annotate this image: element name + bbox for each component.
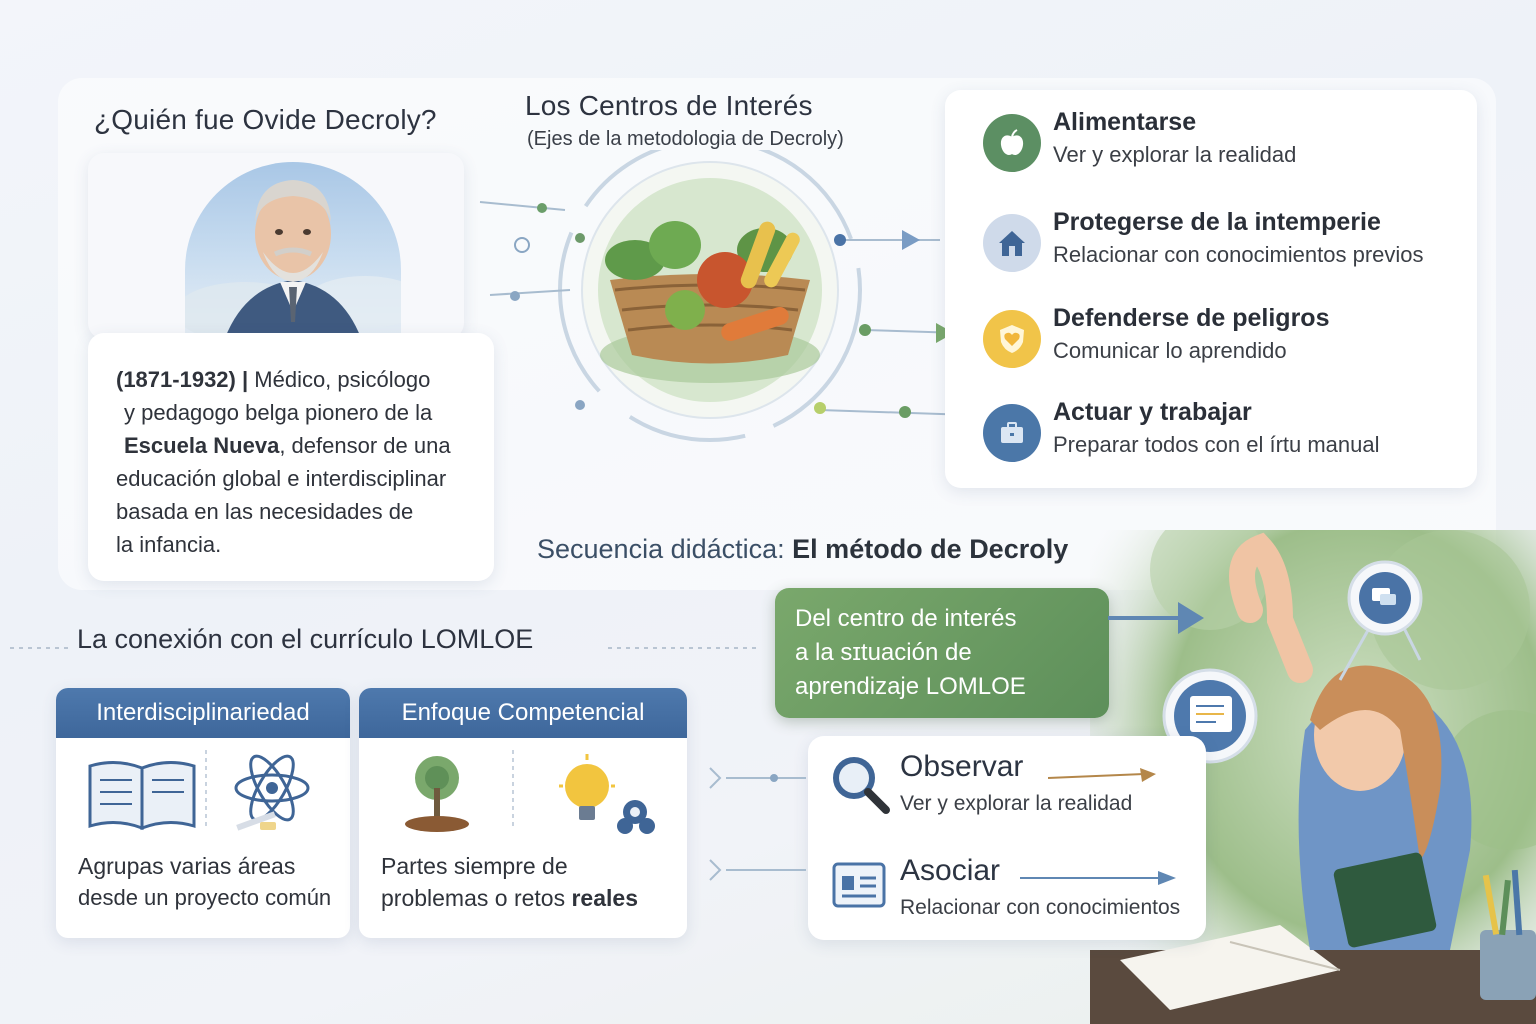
open-book-icon <box>88 761 196 831</box>
centro-item-actuar: Actuar y trabajar Preparar todos con el … <box>983 398 1463 478</box>
lomloe-card-header: Interdisciplinariedad <box>56 688 350 738</box>
divider <box>512 750 514 830</box>
centro-title: Protegerse de la intemperie <box>1053 208 1381 236</box>
id-card-icon <box>832 862 886 908</box>
apple-icon <box>983 114 1041 172</box>
bio-years: (1871-1932) <box>116 367 236 392</box>
bubble-line-2: a la sɪtuación de <box>795 639 972 666</box>
briefcase-icon <box>983 404 1041 462</box>
connector-arrows <box>709 767 806 881</box>
atom-icon <box>234 754 310 831</box>
escuela-nueva: Escuela Nueva <box>124 433 280 458</box>
arrow-icon <box>1020 871 1176 885</box>
lomloe-card-line-2-pre: problemas o retos <box>381 885 572 911</box>
bubble-arrow-icon <box>1108 602 1204 634</box>
step-title: Asociar <box>900 854 1001 887</box>
lomloe-card-line-2-bold: reales <box>571 885 638 911</box>
centro-title: Defenderse de peligros <box>1053 304 1330 332</box>
lomloe-card-enfoque-competencial: Enfoque Competencial Partes siempre de p… <box>359 688 687 938</box>
bio-card: (1871-1932) | Médico, psicólogo y pedago… <box>88 333 494 581</box>
bio-profession: Médico, psicólogo <box>254 367 431 392</box>
secuencia-title: Secuencia didáctica: El método de Decrol… <box>537 534 1068 565</box>
centro-item-alimentarse: Alimentarse Ver y explorar la realidad <box>983 108 1463 188</box>
step-asociar: Asociar Relacionar con conocimientos <box>830 854 1200 934</box>
centro-desc: Preparar todos con el írtu manual <box>1053 432 1380 457</box>
centros-hub-diagram <box>479 150 971 442</box>
dotted-divider <box>608 647 758 649</box>
lomloe-card-text: Agrupas varias áreas desde un proyecto c… <box>78 850 331 914</box>
bio-line-3: Escuela Nueva, defensor de una <box>116 429 466 462</box>
plant-growth-icon <box>405 756 469 832</box>
centro-title: Alimentarse <box>1053 108 1197 136</box>
step-title: Observar <box>900 750 1024 783</box>
lomloe-card-line-2: problemas o retos reales <box>381 882 638 914</box>
lomloe-card-header: Enfoque Competencial <box>359 688 687 738</box>
centros-list-card: Alimentarse Ver y explorar la realidad P… <box>945 90 1477 488</box>
lomloe-card-line-2: desde un proyecto común <box>78 885 332 910</box>
lomloe-card-text: Partes siempre de problemas o retos real… <box>381 850 638 914</box>
bubble-line-1: Del centro de interés <box>795 605 1017 632</box>
centro-item-defenderse: Defenderse de peligros Comunicar lo apre… <box>983 304 1463 384</box>
centro-desc: Ver y explorar la realidad <box>1053 142 1297 167</box>
heart-shield-icon <box>983 310 1041 368</box>
divider <box>205 750 207 830</box>
decroly-portrait <box>185 162 401 338</box>
bio-line-5: basada en las necesidades de <box>116 499 414 524</box>
secuencia-title-light: Secuencia didáctica: <box>537 534 785 564</box>
bio-line-1: (1871-1932) | Médico, psicólogo <box>116 367 431 392</box>
centros-subtitle: (Ejes de la metodologia de Decroly) <box>527 128 844 150</box>
bio-line-3-rest: , defensor de una <box>279 433 451 458</box>
step-desc: Relacionar con conocimientos <box>900 896 1181 919</box>
bio-line-4: educación global e interdisciplinar <box>116 466 447 491</box>
house-icon <box>983 214 1041 272</box>
dotted-divider <box>10 647 70 649</box>
arrow-icon <box>1048 768 1156 782</box>
centro-desc: Comunicar lo aprendido <box>1053 338 1287 363</box>
step-desc: Ver y explorar la realidad <box>900 792 1133 815</box>
bio-line-2: y pedagogo belga pionero de la <box>124 400 433 425</box>
bio-title: ¿Quién fue Ovide Decroly? <box>94 104 437 135</box>
lomloe-card-line-1: Partes siempre de <box>381 853 568 879</box>
sequence-bubble: Del centro de interés a la sɪtuación de … <box>775 588 1109 718</box>
centro-desc: Relacionar con conocimientos previos <box>1053 242 1424 267</box>
lightbulb-icon <box>559 754 655 834</box>
centro-title: Actuar y trabajar <box>1053 398 1252 426</box>
secuencia-title-bold: El método de Decroly <box>792 534 1069 564</box>
bubble-line-3: aprendizaje LOMLOE <box>795 673 1026 700</box>
centro-item-protegerse: Protegerse de la intemperie Relacionar c… <box>983 208 1463 288</box>
bio-line-6: la infancia. <box>116 532 222 557</box>
magnifier-icon <box>833 757 890 814</box>
step-observar: Observar Ver y explorar la realidad <box>830 750 1200 830</box>
lomloe-card-line-1: Agrupas varias áreas <box>78 853 296 879</box>
centros-title: Los Centros de Interés <box>525 90 813 121</box>
steps-card: Observar Ver y explorar la realidad Asoc… <box>808 736 1206 940</box>
lomloe-title: La conexión con el currículo LOMLOE <box>77 624 534 654</box>
lomloe-card-interdisciplinariedad: Interdisciplinariedad Agrupas varias áre… <box>56 688 350 938</box>
